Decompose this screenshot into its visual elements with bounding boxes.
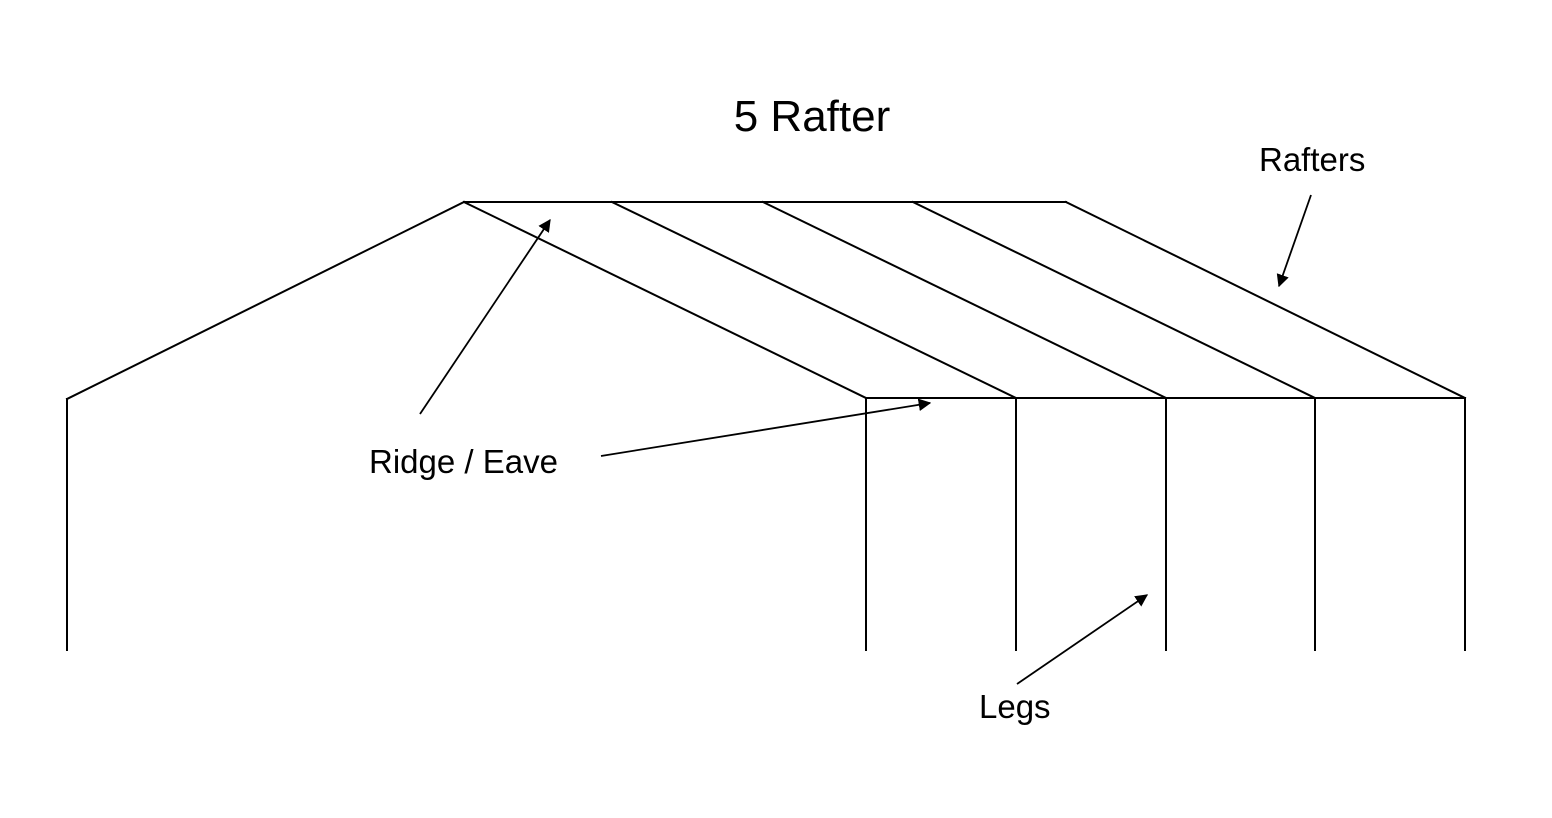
legs-arrow <box>1016 594 1149 685</box>
ridge-eave-callout: Ridge / Eave <box>369 218 932 480</box>
rafter-3 <box>761 200 1168 400</box>
legs-callout: Legs <box>979 594 1149 725</box>
ridge-arrow <box>419 218 551 415</box>
rafter-5 <box>1064 200 1467 400</box>
legs-label: Legs <box>979 688 1051 725</box>
gable-rafter <box>65 200 466 401</box>
rafters-arrow <box>1276 194 1312 288</box>
eave-arrow <box>600 398 932 457</box>
ridge-eave-label: Ridge / Eave <box>369 443 558 480</box>
tent-frame <box>65 200 1467 651</box>
rafters-label: Rafters <box>1259 141 1365 178</box>
rafter-2 <box>610 200 1018 400</box>
rafters-callout: Rafters <box>1259 141 1365 288</box>
diagram-title: 5 Rafter <box>734 92 891 141</box>
rafter-4 <box>911 200 1317 400</box>
rafter-1 <box>462 200 868 400</box>
